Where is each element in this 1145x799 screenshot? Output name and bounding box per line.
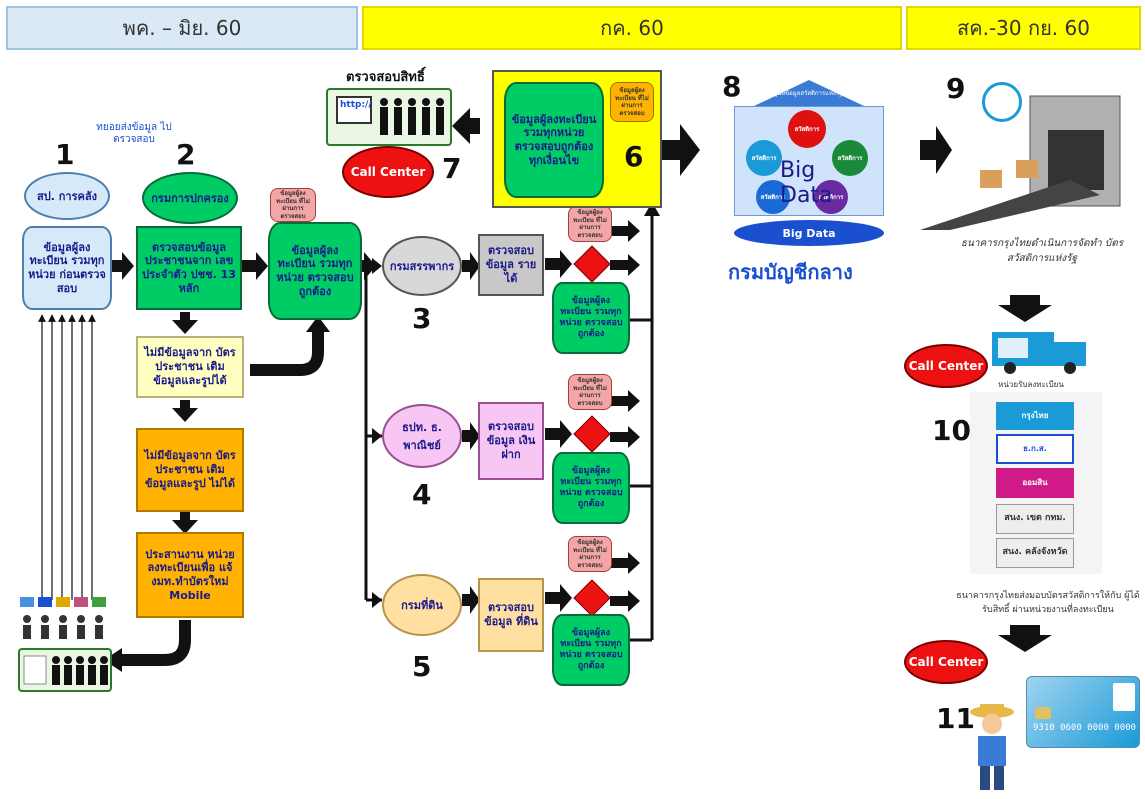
branch-lines xyxy=(364,210,654,642)
receiving-units-label: หน่วยรับลงทะเบียน xyxy=(998,380,1064,389)
feedback-arrow xyxy=(250,330,324,376)
failed-db-5: ข้อมูลผู้ลงทะเบียน ที่ไม่ผ่านการ ตรวจสอบ xyxy=(568,536,612,572)
call-center-10-label: Call Center xyxy=(908,359,984,373)
check-income-box: ตรวจสอบ ข้อมูล รายได้ xyxy=(478,234,544,296)
step1-pre-verify-db: ข้อมูลผู้ลงทะเบียน รวมทุกหน่วย ก่อนตรวจส… xyxy=(22,226,112,310)
timeline-period-3: สค.-30 กย. 60 xyxy=(906,6,1141,50)
step2-verify-box: ตรวจสอบข้อมูล ประชาชนจาก เลขประจำตัว ปชช… xyxy=(136,226,242,310)
unit-gsb: ออมสิน xyxy=(996,468,1074,498)
step-number-8: 8 xyxy=(722,70,742,103)
timeline-period-1-label: พค. – มิย. 60 xyxy=(122,16,242,40)
welfare-bubble-3: สวัสดิการ xyxy=(832,140,868,176)
registration-units-illustration xyxy=(18,595,113,645)
ktb-logo-icon xyxy=(982,82,1022,122)
step-number-1: 1 xyxy=(55,138,75,171)
failed-db-4: ข้อมูลผู้ลงทะเบียน ที่ไม่ผ่านการ ตรวจสอบ xyxy=(568,374,612,410)
big-data-base: Big Data xyxy=(734,220,884,246)
send-note: ทยอยส่งข้อมูล ไปตรวจสอบ xyxy=(96,122,172,145)
step10-caption: ธนาคารกรุงไทยส่งมอบบัตรสวัสดิการให้กับ ผ… xyxy=(956,591,1140,615)
card-number: 9310 0600 0000 0000 xyxy=(1033,723,1136,733)
check-rights-label: ตรวจสอบสิทธิ์ xyxy=(346,70,425,85)
call-center-7[interactable]: Call Center xyxy=(342,146,434,198)
step-number-9: 9 xyxy=(946,72,966,105)
thin-up-arrows xyxy=(38,314,96,600)
unit-district-office: สนง. เขต กทม. xyxy=(996,504,1074,534)
timeline-period-1: พค. – มิย. 60 xyxy=(6,6,358,50)
verified-db: ข้อมูลผู้ลงทะเบียน รวมทุกหน่วย ตรวจสอบถู… xyxy=(268,222,362,320)
step2-no-data-fillable: ไม่มีข้อมูลจาก บัตรประชาชน เติมข้อมูลและ… xyxy=(136,336,244,398)
step2-coordinate-box: ประสานงาน หน่วยลงทะเบียนเพื่อ แจ้งมท.ทำบ… xyxy=(136,532,244,618)
comptroller-department: กรมบัญชีกลาง xyxy=(728,260,853,284)
step-number-3: 3 xyxy=(412,302,432,335)
agency-land-dept: กรมที่ดิน xyxy=(382,574,462,636)
card-chip-icon xyxy=(1035,707,1051,719)
agency-bot-banks: ธปท. ธ. พาณิชย์ xyxy=(382,404,462,468)
step-number-6: 6 xyxy=(624,140,644,173)
call-center-11-label: Call Center xyxy=(908,655,984,669)
timeline-period-2-label: กค. 60 xyxy=(600,16,664,40)
result-db-3: ข้อมูลผู้ลงทะเบียน รวมทุกหน่วย ตรวจสอบถู… xyxy=(552,282,630,354)
return-arrow xyxy=(120,620,191,666)
step-number-2: 2 xyxy=(176,138,196,171)
big-data-illustration: ศูนย์ข้อมูลสวัสดิการแห่งรัฐ สวัสดิการ สว… xyxy=(704,80,912,250)
unit-provincial-office: สนง. คลังจังหวัด xyxy=(996,538,1074,568)
welfare-bubble-2: สวัสดิการ xyxy=(746,140,782,176)
welfare-bubble-5: สวัสดิการ xyxy=(814,180,848,214)
data-center-banner: ศูนย์ข้อมูลสวัสดิการแห่งรัฐ xyxy=(773,90,843,97)
step-number-11: 11 xyxy=(936,702,975,735)
welfare-bubble-4: สวัสดิการ xyxy=(756,180,790,214)
call-center-11[interactable]: Call Center xyxy=(904,640,988,684)
step9-caption: ธนาคารกรุงไทยดำเนินการจัดทำ บัตรสวัสดิกา… xyxy=(960,238,1124,264)
timeline-period-2: กค. 60 xyxy=(362,6,902,50)
failed-db-3: ข้อมูลผู้ลงทะเบียน ที่ไม่ผ่านการ ตรวจสอบ xyxy=(568,206,612,242)
welfare-card: 9310 0600 0000 0000 xyxy=(1026,676,1140,748)
unit-ktb: กรุงไทย xyxy=(996,402,1074,430)
url-label: http:// xyxy=(336,96,372,124)
result-db-4: ข้อมูลผู้ลงทะเบียน รวมทุกหน่วย ตรวจสอบถู… xyxy=(552,452,630,524)
call-center-7-label: Call Center xyxy=(350,165,426,179)
card-photo xyxy=(1113,683,1135,711)
people-group-box xyxy=(18,648,112,692)
result-db-5: ข้อมูลผู้ลงทะเบียน รวมทุกหน่วย ตรวจสอบถู… xyxy=(552,614,630,686)
check-deposit-box: ตรวจสอบ ข้อมูล เงินฝาก xyxy=(478,402,544,480)
timeline-period-3-label: สค.-30 กย. 60 xyxy=(957,16,1090,40)
agency-revenue-dept: กรมสรรพากร xyxy=(382,236,462,296)
step-number-7: 7 xyxy=(442,152,462,185)
step-number-4: 4 xyxy=(412,478,432,511)
small-branch-arrows xyxy=(372,202,660,612)
step6-all-verified-db: ข้อมูลผู้ลงทะเบียน รวมทุกหน่วย ตรวจสอบถู… xyxy=(504,82,604,198)
failed-db-small: ข้อมูลผู้ลงทะเบียน ที่ไม่ผ่านการ ตรวจสอบ xyxy=(270,188,316,222)
people-icons xyxy=(380,98,444,135)
farmer-icon xyxy=(968,700,1016,794)
step2-cylinder-top: กรมการปกครอง xyxy=(142,172,238,224)
call-center-10[interactable]: Call Center xyxy=(904,344,988,388)
step2-no-data-unfillable: ไม่มีข้อมูลจาก บัตรประชาชน เติมข้อมูลและ… xyxy=(136,428,244,512)
step6-failed-db: ข้อมูลผู้ลงทะเบียน ที่ไม่ผ่านการ ตรวจสอบ xyxy=(610,82,654,122)
big-data-title: Big Data xyxy=(780,158,833,208)
step-number-5: 5 xyxy=(412,650,432,683)
step2-cylinder-top-label: กรมการปกครอง xyxy=(151,192,229,205)
unit-baac: ธ.ก.ส. xyxy=(996,434,1074,464)
welfare-bubble-1: สวัสดิการ xyxy=(788,110,826,148)
check-land-box: ตรวจสอบ ข้อมูล ที่ดิน xyxy=(478,578,544,652)
step-number-10: 10 xyxy=(932,414,971,447)
card-production-illustration xyxy=(920,90,1142,230)
delivery-truck-icon xyxy=(990,328,1090,376)
check-rights-screen: http:// xyxy=(326,88,452,146)
step1-cylinder-top: สป. การคลัง xyxy=(24,172,110,220)
